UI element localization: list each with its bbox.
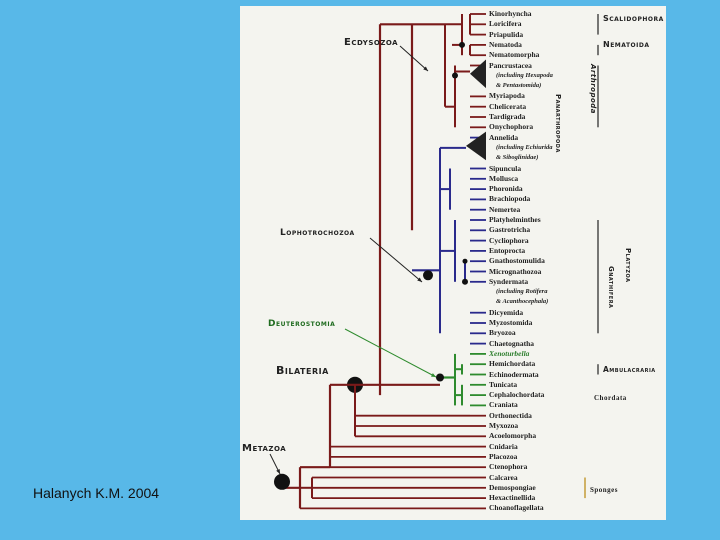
- taxon-label: Syndermata: [489, 276, 529, 286]
- taxon-label: Myzostomida: [489, 318, 533, 327]
- taxon-label: Echinodermata: [489, 369, 539, 379]
- taxon-label: Tunicata: [489, 379, 518, 389]
- citation: Halanych K.M. 2004: [33, 485, 160, 501]
- taxon-label: Mollusca: [489, 173, 519, 183]
- taxon-label: Gnathostomulida: [489, 256, 545, 266]
- taxon-label: (including Echiurida: [496, 143, 553, 151]
- ecdysozoa-label: Ecdysozoa: [344, 37, 399, 48]
- taxon-label: Nematomorpha: [489, 50, 540, 60]
- taxon-label: Acoelomorpha: [489, 431, 537, 441]
- lophotrochozoa-arrow: [369, 237, 423, 283]
- taxon-label: (including Rotifera: [496, 288, 548, 296]
- gnathifera-label: Gnathifera: [607, 266, 615, 309]
- taxon-label: Priapulida: [489, 29, 524, 39]
- gnathifera-node: [462, 258, 468, 264]
- taxon-label: Gastrotricha: [489, 225, 531, 235]
- nematoida-node: [459, 41, 465, 48]
- taxon-label: Pancrustacea: [489, 60, 532, 70]
- taxon-label: Craniata: [489, 400, 518, 410]
- taxon-label: Platyhelminthes: [489, 215, 541, 224]
- taxon-label: Cycliophora: [489, 235, 529, 245]
- deuterostomia-label: Deuterostomia: [268, 319, 336, 329]
- ambulacraria-label: Ambulacraria: [603, 365, 656, 374]
- lophotrochozoa-label: Lophotrochozoa: [280, 228, 355, 238]
- taxon-label: Nematoda: [489, 39, 522, 49]
- taxon-label: Xenoturbella: [489, 348, 530, 358]
- pancrustacea-triangle: [470, 59, 486, 89]
- taxon-label: Brachiopoda: [489, 194, 531, 204]
- taxon-label: Onychophora: [489, 122, 534, 132]
- taxon-label: Micrognathozoa: [489, 266, 542, 276]
- arthropoda-node: [452, 72, 458, 79]
- taxon-label: Myxozoa: [489, 421, 519, 430]
- taxon-label: Bryozoa: [489, 328, 516, 338]
- taxon-label: Ctenophora: [489, 462, 528, 472]
- taxon-label: Entoprocta: [489, 245, 526, 255]
- taxon-label: Nemertea: [489, 204, 521, 214]
- taxon-label: Tardigrada: [489, 112, 526, 121]
- taxon-label: Hexactinellida: [489, 493, 536, 503]
- taxon-label: Phoronida: [489, 184, 523, 194]
- taxon-label: Choanoflagellata: [489, 503, 544, 513]
- taxon-label: Myriapoda: [489, 91, 525, 101]
- taxon-label: Sipuncula: [489, 163, 522, 173]
- taxon-label: Loricifera: [489, 19, 522, 29]
- taxon-label: Orthonectida: [489, 410, 532, 420]
- platyzoa-label: Platyzoa: [624, 248, 632, 283]
- taxon-label: (including Hexapoda: [496, 71, 553, 79]
- metazoa-label: Metazoa: [242, 443, 287, 454]
- taxon-label: & Siboglinidae): [496, 154, 539, 162]
- taxon-label: Kinorhyncha: [489, 9, 532, 18]
- metazoa-node: [274, 473, 290, 490]
- deuterostomia-node: [436, 373, 444, 382]
- lophotrochozoa-node: [423, 270, 433, 281]
- taxon-label: Chaetognatha: [489, 338, 535, 348]
- lophotrochozoa-arrow-head: [417, 277, 422, 282]
- taxon-label: & Pentastomida): [496, 82, 542, 90]
- chordata-label: Chordata: [594, 394, 627, 402]
- taxon-label: Cnidaria: [489, 441, 518, 451]
- phylogeny-panel: Ecdysozoa Lophotrochozoa Deuterostomia B…: [240, 6, 666, 520]
- scalidophora-label: Scalidophora: [603, 14, 664, 23]
- ecdysozoa-arrow-head: [423, 66, 428, 71]
- taxon-label: Demospongiae: [489, 482, 536, 492]
- phylogenetic-tree: [269, 13, 599, 510]
- panarthropoda-label: Panarthropoda: [554, 94, 562, 153]
- ecdysozoa-arrow: [399, 45, 429, 72]
- taxon-label: Dicyemida: [489, 307, 524, 317]
- taxon-label: Annelida: [489, 132, 519, 142]
- sponges-label: Sponges: [590, 486, 619, 494]
- syndermata-node: [462, 278, 468, 285]
- nematoida-label: Nematoida: [603, 40, 650, 49]
- taxon-label: & Acanthocephala): [496, 298, 549, 306]
- deuterostomia-arrow-head: [431, 373, 436, 377]
- taxon-label: Hemichordata: [489, 359, 536, 369]
- taxon-label: Cephalochordata: [489, 390, 545, 400]
- taxon-label: Calcarea: [489, 472, 518, 482]
- arthropoda-label: Arthropoda: [589, 64, 597, 115]
- annelida-triangle: [466, 131, 486, 161]
- metazoa-arrow-head: [276, 469, 280, 474]
- bilateria-label: Bilateria: [276, 364, 329, 377]
- deuterostomia-arrow: [344, 328, 437, 378]
- taxon-label: Placozoa: [489, 451, 518, 461]
- taxon-label: Chelicerata: [489, 101, 527, 111]
